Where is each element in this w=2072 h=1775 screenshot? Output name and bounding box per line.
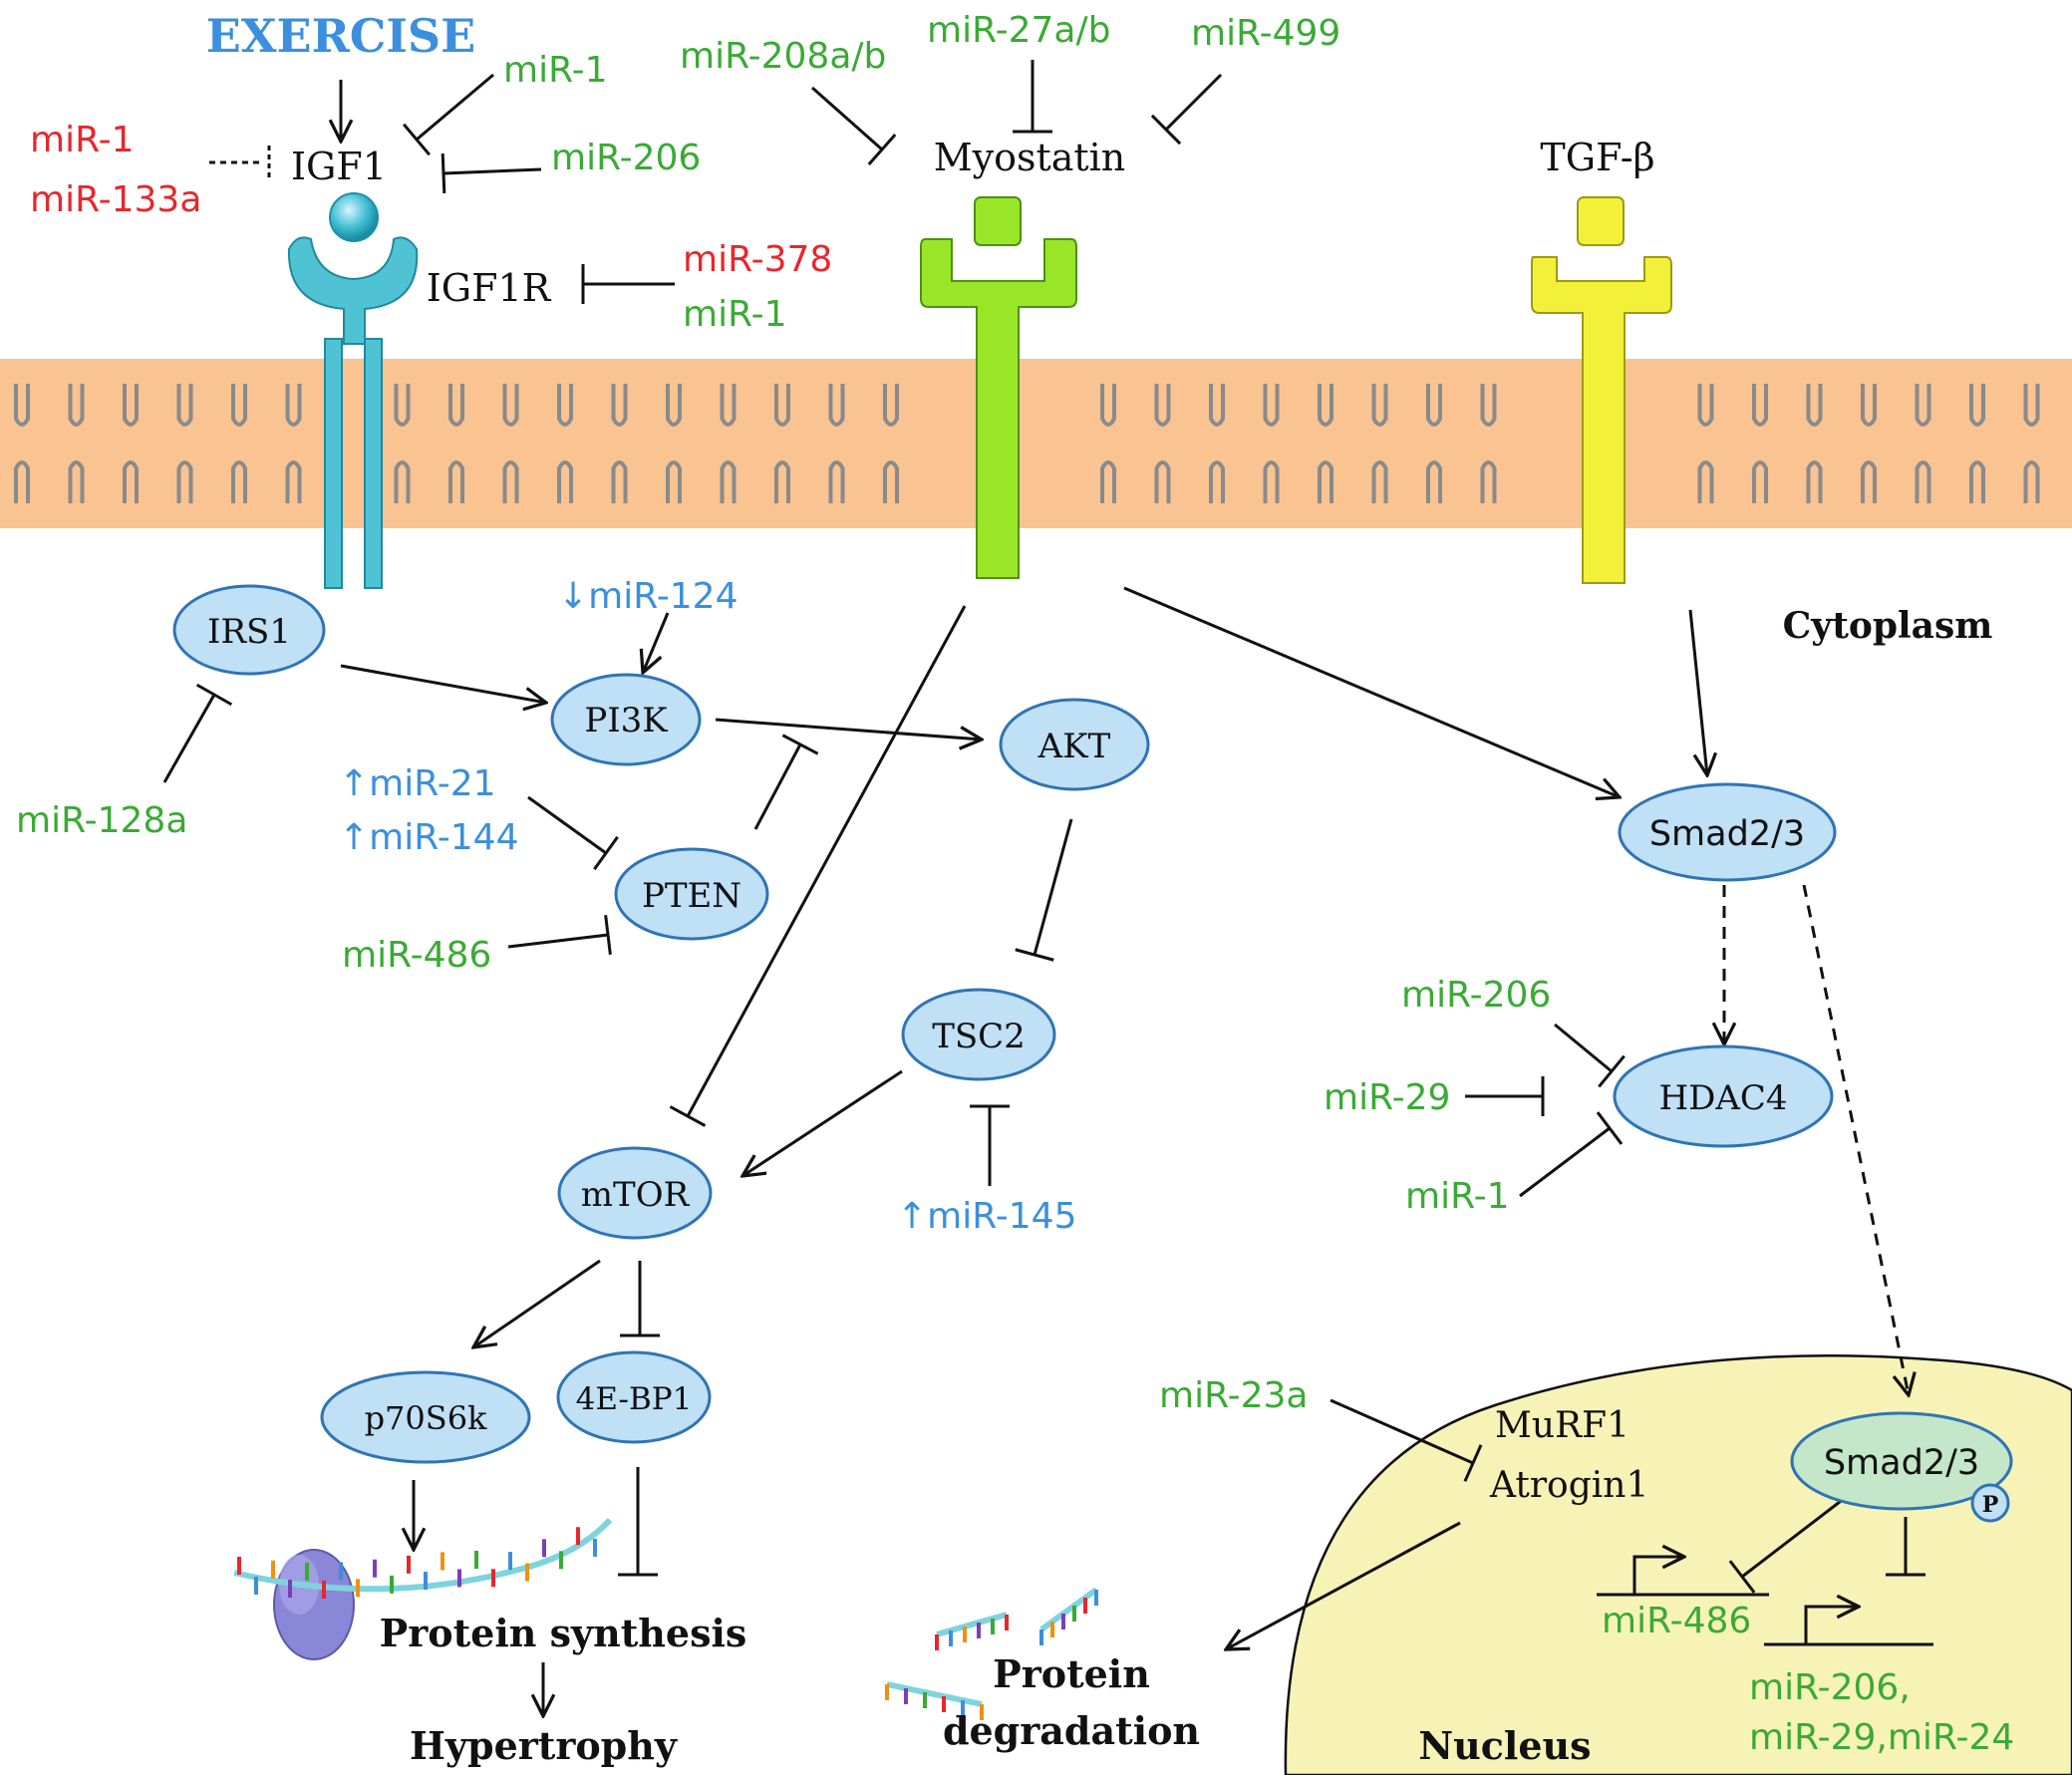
edge-mir1-hdac4 [1519, 1111, 1624, 1198]
protein-label: Protein [993, 1651, 1150, 1696]
node-smad-nucleus: Smad2/3 P [1790, 1411, 2013, 1523]
mir-myostatin-1: miR-208a/b [680, 36, 886, 77]
mir-tsc2: ↑miR-145 [897, 1196, 1077, 1237]
degraded-rna [885, 1587, 1098, 1720]
lipid-tails [14, 384, 2040, 503]
promoter-mir206-arrow [1804, 1607, 1859, 1644]
mir-pten-2: ↑miR-144 [339, 817, 519, 858]
edge-pten-pi3k [753, 734, 819, 830]
node-pi3k: PI3K [550, 673, 702, 766]
edge-tsc2-mtor [742, 1069, 903, 1176]
mir-pi3k: ↓miR-124 [558, 576, 739, 617]
murf1-label: MuRF1 [1495, 1405, 1629, 1446]
mir-myostatin-3: miR-499 [1191, 13, 1340, 54]
mir-myostatin-2: miR-27a/b [927, 10, 1110, 51]
mir-target-1: miR-486 [1602, 1601, 1751, 1641]
edge-mir21-pten [527, 795, 619, 871]
edge-mir124-pi3k [643, 612, 670, 673]
phospho-badge [1970, 1483, 2010, 1523]
node-akt: AKT [999, 698, 1150, 791]
exercise-label: EXERCISE [206, 9, 475, 63]
edge-pi3k-akt [715, 718, 982, 740]
mir-hdac-1: miR-206 [1401, 975, 1551, 1016]
protein-synthesis-label: Protein synthesis [380, 1611, 747, 1655]
node-akt-label: AKT [1037, 727, 1111, 766]
mir-irs1: miR-128a [16, 800, 187, 841]
mir-green-igf1-2: miR-206 [551, 138, 701, 178]
node-tsc2: TSC2 [901, 988, 1056, 1081]
mir-target-2a: miR-206, [1749, 1667, 1911, 1708]
mir-green-igf1r: miR-1 [683, 294, 787, 335]
edge-mir206-igf1 [441, 152, 542, 194]
edge-myostatin-mtor [669, 605, 967, 1127]
node-pten: PTEN [614, 847, 769, 941]
cell-membrane [0, 359, 2072, 528]
edge-mir208-myostatin [811, 86, 897, 165]
atrogin1-label: Atrogin1 [1489, 1465, 1648, 1506]
node-hdac4-label: HDAC4 [1658, 1078, 1787, 1118]
igf1-ligand [329, 192, 379, 242]
myostatin-receptor [920, 196, 1077, 579]
mrna-strand [233, 1517, 613, 1593]
igf1r-receptor [287, 192, 419, 589]
mir-green-igf1-1: miR-1 [503, 50, 608, 91]
mir-hdac-3: miR-1 [1405, 1176, 1510, 1217]
mir-target-2b: miR-29,miR-24 [1749, 1717, 2014, 1758]
mirna-labels: miR-1 miR-133a miR-1 miR-206 miR-378 miR… [16, 10, 2014, 1758]
membrane-band [0, 359, 2072, 528]
mir-pten-3: miR-486 [342, 935, 491, 976]
edge-mir23a-murf1 [1330, 1398, 1483, 1482]
edge-akt-tsc2 [1015, 818, 1073, 962]
node-pi3k-label: PI3K [584, 701, 668, 740]
edge-mir1-igf1 [402, 73, 494, 156]
edge-mir486-pten [507, 914, 612, 956]
mir-red-igf1-2: miR-133a [30, 179, 201, 220]
edge-mir128a-irs1 [162, 683, 233, 783]
mir-pten-1: ↑miR-21 [339, 763, 496, 804]
node-smad-nucleus-label: Smad2/3 [1824, 1443, 1979, 1483]
mir-red-igf1-1: miR-1 [30, 120, 135, 160]
node-mtor-label: mTOR [581, 1175, 691, 1215]
degradation-label: degradation [943, 1708, 1200, 1753]
ribosome-mrna [233, 1517, 613, 1660]
igf1-label: IGF1 [291, 145, 387, 188]
edge-mir206-hdac4 [1554, 1023, 1626, 1088]
node-irs1-label: IRS1 [207, 612, 291, 652]
promoter-mir486-arrow [1632, 1557, 1684, 1595]
tgf-beta-receptor [1531, 196, 1672, 584]
node-mtor: mTOR [557, 1146, 713, 1240]
node-irs1: IRS1 [172, 584, 326, 676]
edge-tgf-smad [1688, 609, 1707, 775]
edge-smad-mir486 [1728, 1493, 1850, 1594]
static-labels: EXERCISE IGF1 IGF1R Myostatin TGF-β Cyto… [206, 9, 1993, 1768]
cytoplasm-label: Cytoplasm [1783, 605, 1993, 647]
node-4ebp1: 4E-BP1 [556, 1350, 712, 1444]
edge-smad-nuclear [1802, 884, 1909, 1395]
tgf-beta-label: TGF-β [1540, 136, 1654, 179]
igf1r-label: IGF1R [427, 266, 552, 310]
mir-hdac-2: miR-29 [1324, 1077, 1450, 1118]
phospho-label: P [1982, 1492, 1999, 1518]
node-hdac4: HDAC4 [1613, 1044, 1834, 1148]
node-smad-cytoplasm: Smad2/3 [1618, 782, 1837, 882]
node-p70s6k: p70S6k [320, 1370, 531, 1464]
myostatin-label: Myostatin [934, 136, 1126, 179]
mir-red-igf1r: miR-378 [683, 239, 832, 280]
node-4ebp1-label: 4E-BP1 [576, 1381, 693, 1417]
pathway-edges [162, 60, 1925, 1716]
node-pten-label: PTEN [642, 876, 741, 916]
edge-atrogin-degradation [1226, 1521, 1461, 1649]
node-smad-cytoplasm-label: Smad2/3 [1649, 814, 1805, 854]
hypertrophy-label: Hypertrophy [410, 1723, 678, 1768]
edge-irs1-pi3k [340, 664, 546, 703]
node-tsc2-label: TSC2 [932, 1017, 1026, 1056]
edge-myostatin-smad [1123, 586, 1620, 797]
nucleus-label: Nucleus [1418, 1723, 1591, 1768]
edge-mir499-myostatin [1150, 73, 1223, 146]
gene-promoters [1597, 1557, 1933, 1646]
mir-murf: miR-23a [1159, 1375, 1308, 1416]
node-p70s6k-label: p70S6k [365, 1399, 487, 1437]
edge-mtor-p70s6k [473, 1259, 601, 1347]
